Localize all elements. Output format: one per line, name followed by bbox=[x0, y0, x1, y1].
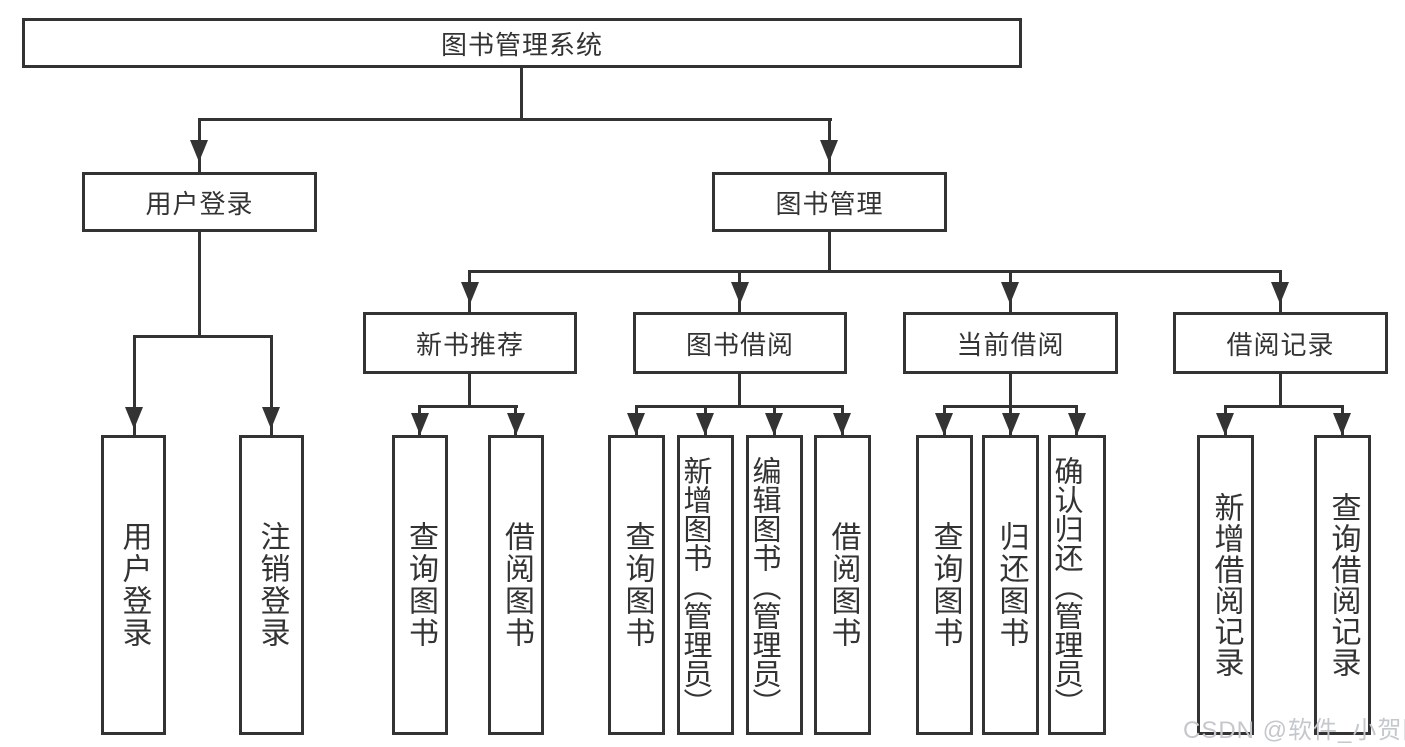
leaf-label: 新增借阅记录 bbox=[1209, 492, 1243, 678]
connector-line bbox=[1009, 374, 1012, 405]
node-new-book-recommend: 新书推荐 bbox=[363, 312, 577, 374]
leaf-label: 编辑图书（管理员） bbox=[748, 456, 780, 717]
connector-line bbox=[133, 335, 273, 338]
arrowhead-down-icon bbox=[627, 413, 645, 435]
connector-line bbox=[738, 374, 741, 405]
arrowhead-down-icon bbox=[833, 413, 851, 435]
arrowhead-down-icon bbox=[507, 413, 525, 435]
leaf-add-books-admin: 新增图书（管理员） bbox=[677, 435, 734, 735]
leaf-label: 归还图书 bbox=[994, 521, 1028, 649]
leaf-label: 查询借阅记录 bbox=[1326, 492, 1360, 678]
leaf-logout: 注销登录 bbox=[239, 435, 304, 735]
arrowhead-down-icon bbox=[696, 413, 714, 435]
arrowhead-down-icon bbox=[935, 413, 953, 435]
leaf-borrow-books: 借阅图书 bbox=[814, 435, 871, 735]
leaf-label: 新增图书（管理员） bbox=[679, 456, 711, 717]
connector-line bbox=[1224, 405, 1344, 408]
arrowhead-down-icon bbox=[765, 413, 783, 435]
leaf-label: 查询图书 bbox=[404, 521, 437, 649]
csdn-watermark: CSDN @软件_小贺同学 bbox=[1183, 717, 1405, 744]
leaf-query-books: 查询图书 bbox=[608, 435, 665, 735]
node-current-borrow: 当前借阅 bbox=[903, 312, 1118, 374]
arrowhead-down-icon bbox=[125, 407, 143, 429]
leaf-label: 借阅图书 bbox=[500, 521, 533, 649]
arrowhead-down-icon bbox=[731, 282, 749, 304]
leaf-label: 借阅图书 bbox=[826, 521, 860, 649]
arrowhead-down-icon bbox=[1068, 413, 1086, 435]
arrowhead-down-icon bbox=[1271, 282, 1289, 304]
leaf-return-books: 归还图书 bbox=[982, 435, 1039, 735]
node-book-management: 图书管理 bbox=[712, 172, 947, 232]
leaf-user-login: 用户登录 bbox=[101, 435, 166, 735]
leaf-label: 查询图书 bbox=[620, 521, 654, 649]
leaf-label: 确认归还（管理员） bbox=[1050, 456, 1082, 717]
node-book-borrow: 图书借阅 bbox=[633, 312, 847, 374]
node-user-login: 用户登录 bbox=[82, 172, 317, 232]
leaf-query-books: 查询图书 bbox=[916, 435, 973, 735]
node-borrow-record: 借阅记录 bbox=[1173, 312, 1388, 374]
leaf-confirm-return-admin: 确认归还（管理员） bbox=[1048, 435, 1106, 735]
arrowhead-down-icon bbox=[1002, 413, 1020, 435]
connector-line bbox=[468, 270, 1282, 273]
arrowhead-down-icon bbox=[190, 140, 208, 162]
leaf-query-borrow-record: 查询借阅记录 bbox=[1314, 435, 1371, 735]
connector-line bbox=[270, 335, 273, 435]
connector-line bbox=[198, 118, 832, 121]
arrowhead-down-icon bbox=[461, 282, 479, 304]
connector-line bbox=[468, 374, 471, 405]
leaf-edit-books-admin: 编辑图书（管理员） bbox=[746, 435, 803, 735]
connector-line bbox=[635, 405, 844, 408]
arrowhead-down-icon bbox=[411, 413, 429, 435]
leaf-add-borrow-record: 新增借阅记录 bbox=[1197, 435, 1254, 735]
connector-line bbox=[133, 335, 136, 435]
leaf-borrow-books: 借阅图书 bbox=[488, 435, 544, 735]
arrowhead-down-icon bbox=[1001, 282, 1019, 304]
arrowhead-down-icon bbox=[1333, 413, 1351, 435]
leaf-label: 查询图书 bbox=[928, 521, 962, 649]
connector-line bbox=[520, 68, 523, 118]
connector-line bbox=[198, 232, 201, 335]
arrowhead-down-icon bbox=[1216, 413, 1234, 435]
arrowhead-down-icon bbox=[820, 140, 838, 162]
connector-line bbox=[828, 232, 831, 270]
connector-line bbox=[1279, 374, 1282, 405]
leaf-query-books: 查询图书 bbox=[392, 435, 448, 735]
leaf-label: 注销登录 bbox=[255, 521, 289, 649]
connector-line bbox=[418, 405, 518, 408]
leaf-label: 用户登录 bbox=[117, 521, 151, 649]
arrowhead-down-icon bbox=[262, 407, 280, 429]
node-library-management-system: 图书管理系统 bbox=[22, 18, 1022, 68]
